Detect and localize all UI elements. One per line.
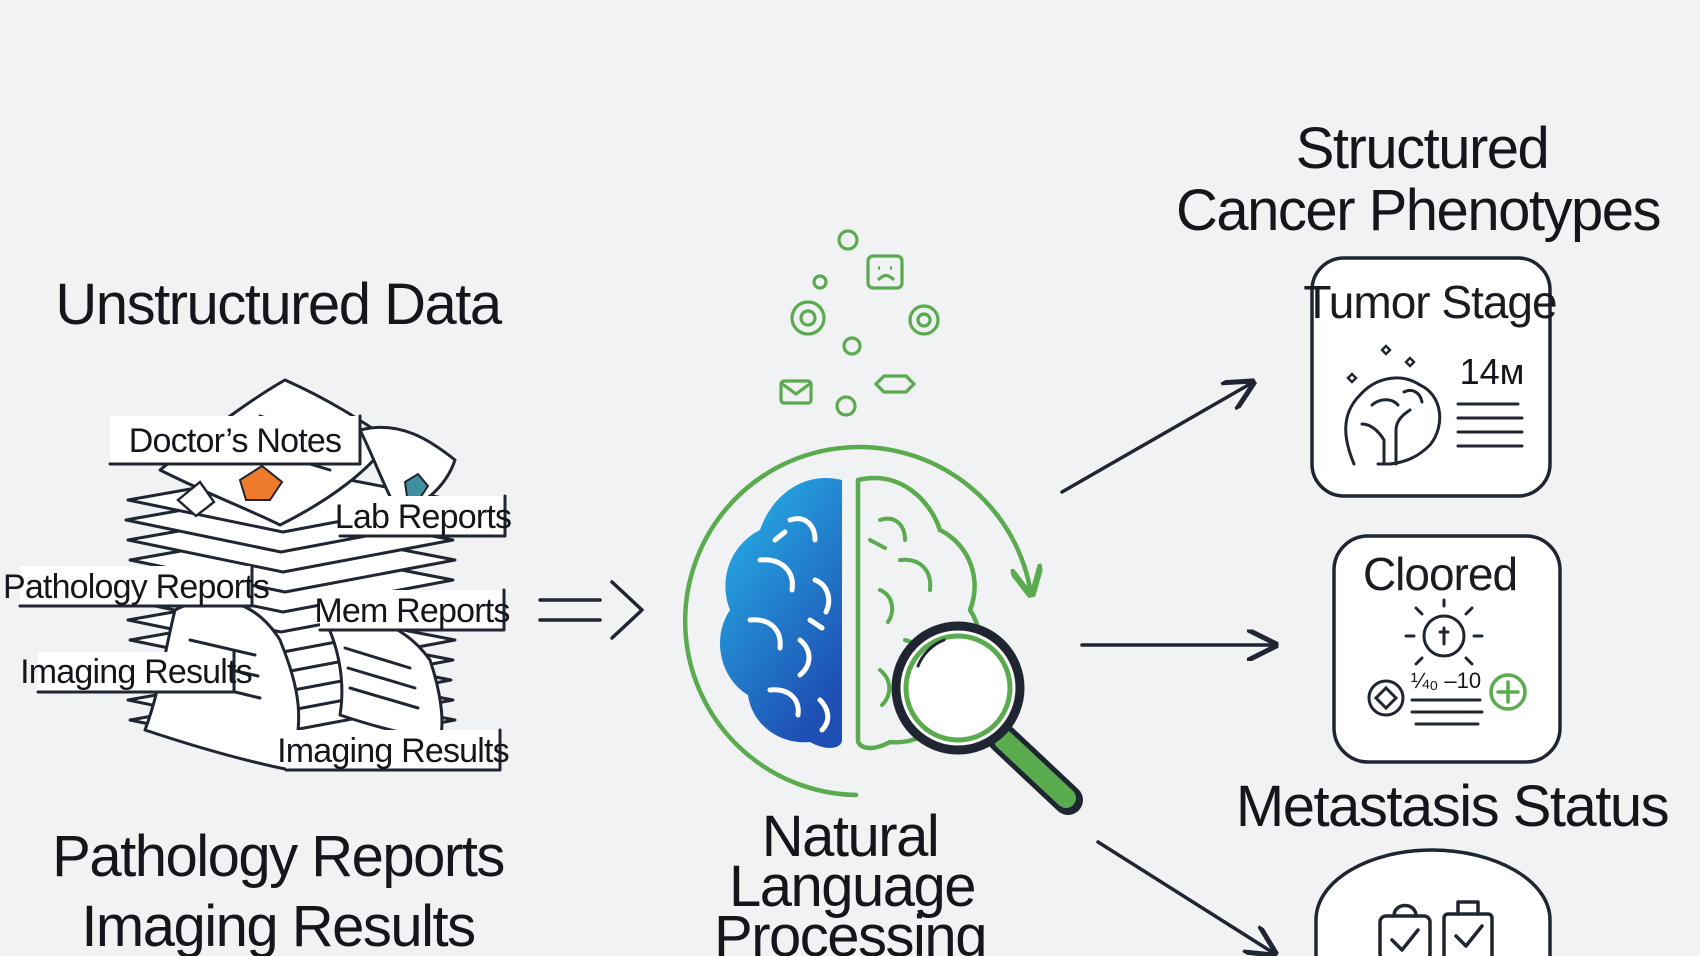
output-arrows xyxy=(1060,384,1272,952)
svg-text:Imaging Results: Imaging Results xyxy=(20,653,252,691)
nlp-label-line-3: Processing xyxy=(714,904,986,956)
doc-label-doctors-notes: Doctor’s Notes xyxy=(108,414,362,466)
nlp-label-line-2: Language xyxy=(729,854,975,919)
doc-label-imaging-results-2: Imaging Results xyxy=(277,728,510,772)
card-cloored-title: Cloored xyxy=(1363,548,1517,600)
doc-label-pathology-reports: Pathology Reports xyxy=(3,564,270,608)
card-tumor-stage-value: 14м xyxy=(1460,351,1525,392)
nlp-label-line-1: Natural xyxy=(762,804,938,869)
svg-text:Pathology Reports: Pathology Reports xyxy=(3,568,269,606)
unstructured-data-title: Unstructured Data xyxy=(55,272,502,337)
structured-title-line-1: Structured xyxy=(1296,116,1549,181)
card-tumor-stage-title: Tumor Stage xyxy=(1303,276,1556,328)
card-tumor-stage: Tumor Stage 14м xyxy=(1303,256,1558,498)
doc-label-imaging-results-1: Imaging Results xyxy=(20,650,253,694)
card-cloored-value: ¼₀ –10 xyxy=(1411,668,1481,693)
card-metastasis-status xyxy=(1314,848,1552,956)
magnifying-glass-icon xyxy=(891,621,1083,815)
structured-title-line-2: Cancer Phenotypes xyxy=(1176,178,1660,243)
svg-text:Doctor’s Notes: Doctor’s Notes xyxy=(129,422,341,460)
clipboard-check-icon xyxy=(1378,900,1494,956)
doc-label-mem-reports: Mem Reports xyxy=(314,588,510,632)
input-arrow xyxy=(538,580,644,640)
brain-icon xyxy=(719,475,983,751)
sun-badge-icon xyxy=(1404,598,1484,666)
svg-text:Lab Reports: Lab Reports xyxy=(335,498,511,536)
doc-label-lab-reports: Lab Reports xyxy=(335,494,512,538)
svg-text:Imaging Results: Imaging Results xyxy=(277,732,509,770)
processing-cycle-arrow xyxy=(682,444,1030,798)
bottom-line-2: Imaging Results xyxy=(81,894,474,956)
bottom-line-1: Pathology Reports xyxy=(52,824,504,889)
svg-text:Mem Reports: Mem Reports xyxy=(314,592,509,630)
token-particles xyxy=(779,229,940,417)
card-cloored: Cloored ¼₀ –10 xyxy=(1332,534,1562,764)
plus-badge-icon xyxy=(1489,673,1527,711)
metastasis-status-label: Metastasis Status xyxy=(1236,774,1668,839)
tumor-brain-icon xyxy=(1344,376,1442,466)
diamond-badge-icon xyxy=(1367,679,1405,717)
